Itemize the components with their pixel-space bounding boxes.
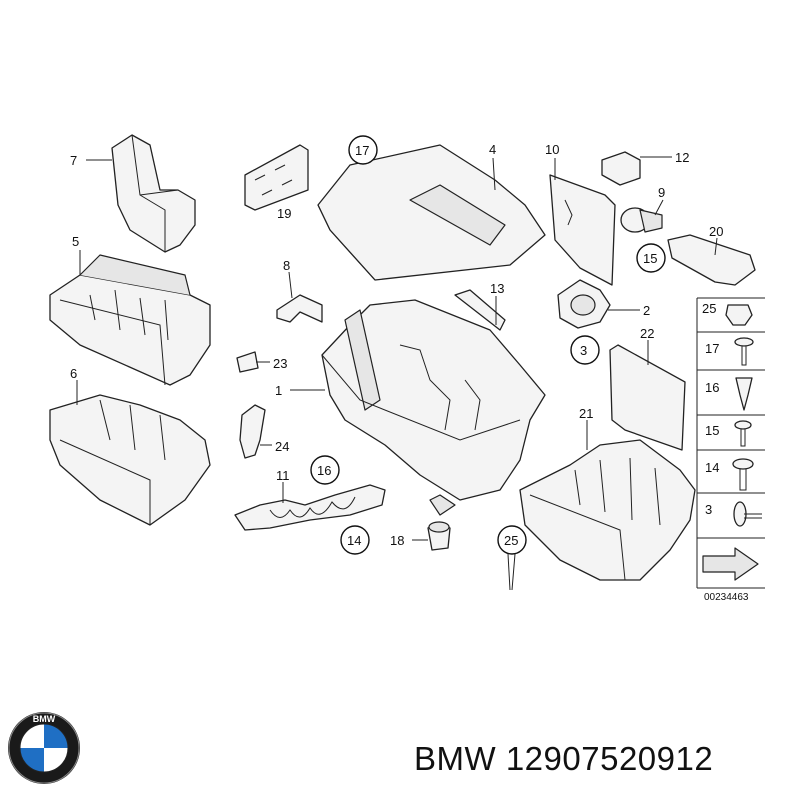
callout-21: 21 (579, 406, 593, 421)
legend-label-0: 25 (702, 301, 716, 316)
callout-3: 3 (580, 343, 587, 358)
callout-circle-15 (636, 243, 666, 273)
part-number: 12907520912 (505, 740, 714, 777)
callout-circle-25 (497, 525, 527, 555)
part-number-caption: BMW 12907520912 (414, 740, 713, 778)
callout-2: 2 (643, 303, 650, 318)
leader-20 (714, 237, 718, 256)
part-9-grommet (620, 207, 663, 233)
part-24-clip (239, 404, 266, 459)
callout-23: 23 (273, 356, 287, 371)
part-22-cover-plate (609, 344, 686, 451)
part-5-holder (49, 254, 211, 386)
callout-12: 12 (675, 150, 689, 165)
leader-8 (288, 271, 293, 299)
fastener-legend: 25 17 16 15 14 3 00234463 (696, 297, 765, 603)
callout-13: 13 (490, 281, 504, 296)
callout-11: 11 (276, 468, 290, 483)
callout-17: 17 (355, 143, 369, 158)
callout-circle-14 (340, 525, 370, 555)
clip-nut-icon (725, 304, 753, 326)
callout-4: 4 (489, 142, 496, 157)
bmw-logo-lettering: BMW (33, 714, 56, 724)
callout-10: 10 (545, 142, 559, 157)
callout-circle-3 (570, 335, 600, 365)
callout-8: 8 (283, 258, 290, 273)
part-13-rail (454, 289, 506, 331)
callout-20: 20 (709, 224, 723, 239)
diagram-ref-number: 00234463 (704, 592, 749, 603)
legend-label-4: 14 (705, 460, 719, 475)
callout-24: 24 (275, 439, 289, 454)
part-23-clip (236, 351, 259, 373)
callout-7: 7 (70, 153, 77, 168)
callout-circle-16 (310, 455, 340, 485)
leader-9 (654, 199, 664, 216)
legend-label-1: 17 (705, 341, 719, 356)
leader-4 (492, 157, 496, 191)
leader-25b (511, 553, 516, 591)
screw-head-icon (734, 337, 754, 347)
part-12-clip (601, 151, 641, 186)
direction-arrow-icon (702, 547, 759, 581)
callout-16: 16 (317, 463, 331, 478)
callout-5: 5 (72, 234, 79, 249)
callout-19: 19 (277, 206, 291, 221)
callout-14: 14 (347, 533, 361, 548)
leader-25a (507, 553, 511, 591)
legend-label-5: 3 (705, 502, 712, 517)
callout-25: 25 (504, 533, 518, 548)
part-1-main-box (321, 299, 546, 516)
part-21-lower-carrier (519, 439, 696, 581)
bolt-head-icon (734, 420, 752, 430)
part-19-clip-plate (244, 144, 309, 211)
part-8-clip (276, 294, 323, 323)
brand-name: BMW (414, 740, 497, 777)
expansion-rivet-icon (735, 377, 753, 411)
callout-22: 22 (640, 326, 654, 341)
part-10-panel (549, 174, 616, 286)
part-18-plug (427, 521, 451, 551)
part-20-strip (667, 234, 756, 286)
part-4-cover (317, 144, 546, 281)
flange-screw-icon (732, 458, 754, 470)
part-2-grommet (557, 279, 611, 329)
part-7-bracket (111, 134, 196, 253)
part-11-cable-guide (234, 484, 386, 531)
callout-9: 9 (658, 185, 665, 200)
part-6-carrier (49, 394, 211, 526)
callout-circle-17 (348, 135, 378, 165)
callout-18: 18 (390, 533, 404, 548)
callout-6: 6 (70, 366, 77, 381)
legend-label-3: 15 (705, 423, 719, 438)
bmw-logo: BMW (8, 712, 80, 784)
legend-label-2: 16 (705, 380, 719, 395)
callout-15: 15 (643, 251, 657, 266)
callout-1: 1 (275, 383, 282, 398)
